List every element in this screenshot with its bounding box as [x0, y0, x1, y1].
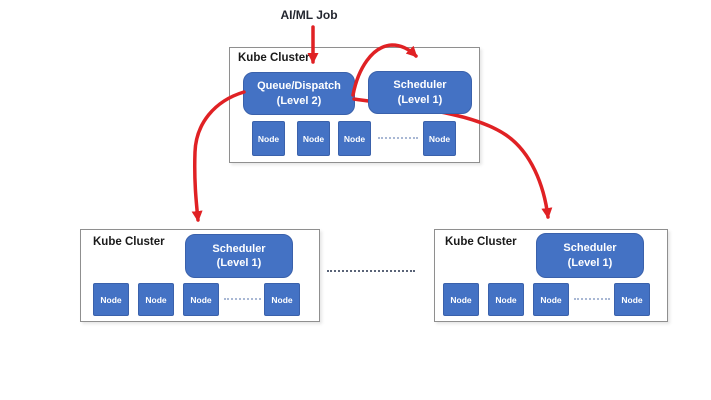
node-label: Node: [257, 133, 280, 144]
node-box: Node: [138, 283, 174, 316]
node-box: Node: [297, 121, 330, 156]
node-box: Node: [443, 283, 479, 316]
node-label: Node: [302, 133, 325, 144]
cluster-title-right: Kube Cluster: [445, 236, 517, 248]
node-ellipsis-dots: [574, 298, 610, 300]
queue-dispatch-line1: Queue/Dispatch: [257, 80, 341, 93]
node-label: Node: [621, 294, 643, 305]
node-label: Node: [343, 133, 366, 144]
queue-dispatch-box: Queue/Dispatch (Level 2): [243, 72, 355, 115]
job-label: AI/ML Job: [280, 8, 338, 22]
node-box: Node: [533, 283, 569, 316]
node-label: Node: [450, 294, 472, 305]
cluster-title-left: Kube Cluster: [93, 236, 165, 248]
node-label: Node: [540, 294, 562, 305]
node-ellipsis-dots: [224, 298, 261, 300]
scheduler-right-line2: (Level 1): [567, 256, 613, 269]
node-label: Node: [145, 294, 167, 305]
node-label: Node: [495, 294, 517, 305]
queue-dispatch-line2: (Level 2): [276, 94, 322, 107]
node-box: Node: [183, 283, 219, 316]
cluster-title-top: Kube Cluster: [238, 52, 310, 64]
node-box: Node: [252, 121, 285, 156]
node-label: Node: [190, 294, 212, 305]
node-label: Node: [100, 294, 122, 305]
node-box: Node: [488, 283, 524, 316]
node-ellipsis-dots: [378, 137, 418, 139]
node-box: Node: [614, 283, 650, 316]
node-box: Node: [423, 121, 456, 156]
scheduler-top-line2: (Level 1): [397, 93, 443, 106]
scheduler-left-line1: Scheduler: [212, 242, 266, 255]
node-label: Node: [428, 133, 451, 144]
node-box: Node: [93, 283, 129, 316]
scheduler-box-left: Scheduler (Level 1): [185, 234, 293, 278]
node-label: Node: [271, 294, 293, 305]
kube-cluster-top: Kube Cluster Queue/Dispatch (Level 2) Sc…: [229, 47, 480, 163]
scheduler-left-line2: (Level 1): [216, 257, 262, 269]
scheduler-box-top: Scheduler (Level 1): [368, 71, 472, 114]
node-box: Node: [264, 283, 300, 316]
cluster-ellipsis-dots: [327, 270, 415, 272]
kube-cluster-left: Kube Cluster Scheduler (Level 1) Node No…: [80, 229, 320, 322]
scheduler-right-line1: Scheduler: [563, 242, 617, 255]
node-box: Node: [338, 121, 371, 156]
kube-cluster-right: Kube Cluster Scheduler (Level 1) Node No…: [434, 229, 668, 322]
scheduler-box-right: Scheduler (Level 1): [536, 233, 644, 278]
scheduler-top-line1: Scheduler: [393, 79, 447, 92]
